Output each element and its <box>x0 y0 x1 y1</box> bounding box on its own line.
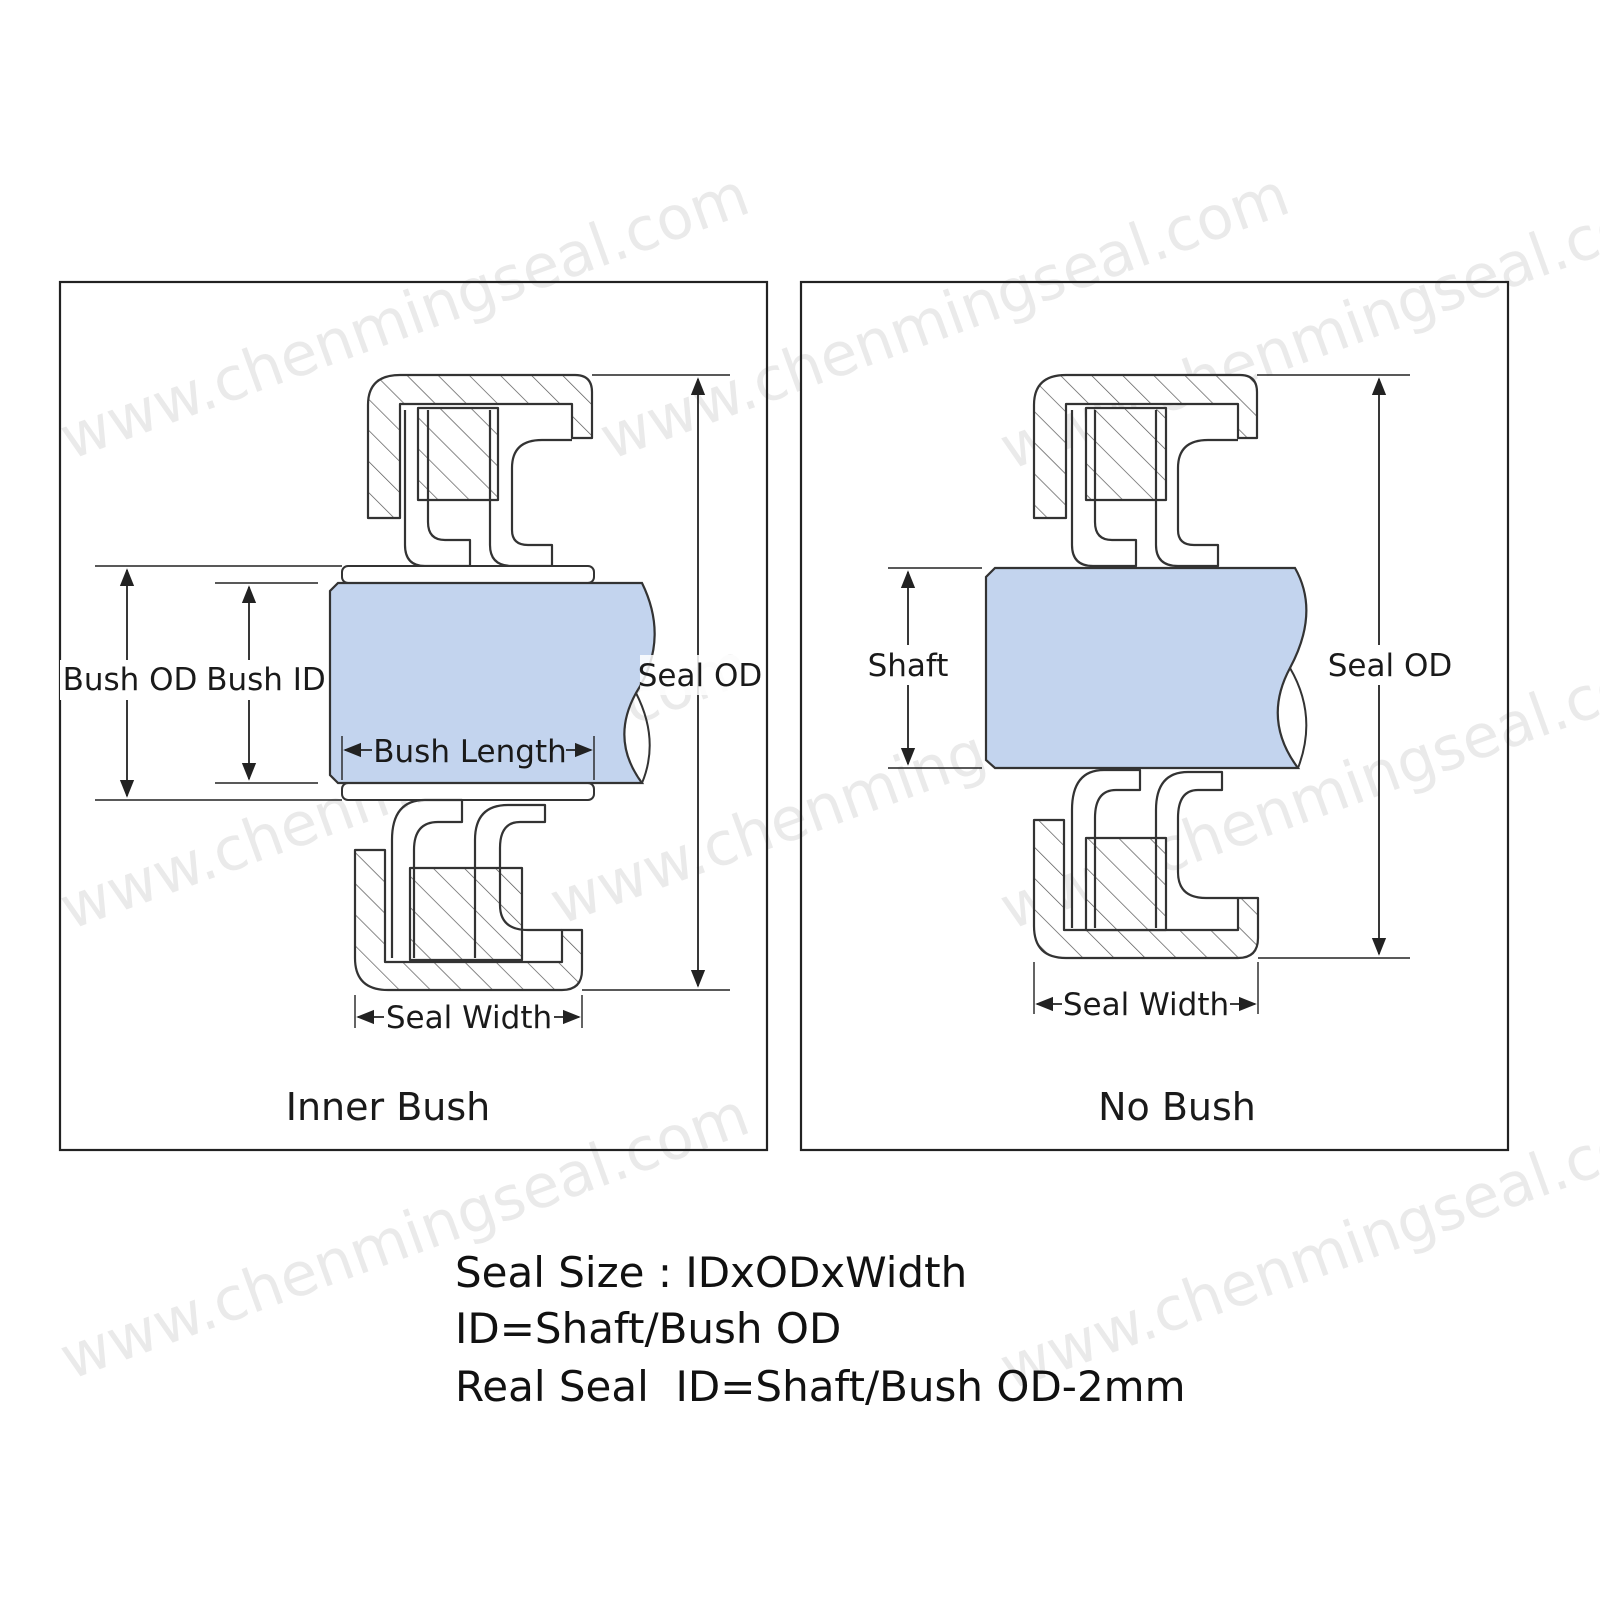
top-seal-lip-outer <box>403 410 472 568</box>
note-seal-size: Seal Size : IDxODxWidth <box>455 1248 968 1297</box>
top-seal-rubber <box>1084 406 1168 502</box>
label-seal-width: Seal Width <box>1063 987 1229 1023</box>
top-seal-lip-inner <box>1154 410 1238 568</box>
top-seal-lip-outer <box>1070 410 1138 568</box>
top-seal-rubber <box>416 406 500 502</box>
bottom-seal-section <box>353 798 584 992</box>
bottom-seal-rubber <box>1084 836 1168 932</box>
label-seal-od: Seal OD <box>638 658 762 694</box>
note-id-definition: ID=Shaft/Bush OD <box>455 1304 842 1353</box>
caption-no-bush: No Bush <box>1098 1085 1256 1129</box>
label-seal-od: Seal OD <box>1328 648 1452 684</box>
bottom-seal-lip-outer <box>390 798 464 958</box>
bottom-seal-lip-inner <box>473 803 562 958</box>
note-real-seal-id: Real Seal ID=Shaft/Bush OD-2mm <box>455 1362 1186 1411</box>
top-seal-section <box>366 373 594 568</box>
label-bush-length: Bush Length <box>373 734 567 770</box>
watermark-layer: www.chenmingseal.com www.chenmingseal.co… <box>51 160 1600 1404</box>
top-seal-section <box>1032 373 1259 568</box>
top-seal-case <box>366 373 594 520</box>
label-bush-od: Bush OD <box>63 662 198 698</box>
caption-inner-bush: Inner Bush <box>286 1085 491 1129</box>
bottom-seal-case <box>353 848 584 992</box>
panel-inner-bush: Bush OD Bush ID Seal OD Bush Length Seal… <box>58 280 769 1152</box>
bottom-seal-section <box>1032 768 1260 960</box>
shaft-no-bush <box>984 566 1308 770</box>
bottom-seal-lip-outer <box>1070 768 1142 928</box>
bottom-seal-lip-inner <box>1154 770 1238 928</box>
bush-sleeve-top <box>341 565 595 584</box>
panel-no-bush: Shaft Seal OD Seal Width No Bush <box>799 280 1510 1152</box>
label-seal-width: Seal Width <box>386 1000 552 1036</box>
bottom-seal-rubber <box>408 866 524 962</box>
top-seal-lip-inner <box>488 410 572 568</box>
label-bush-id: Bush ID <box>206 662 326 698</box>
panel-frame <box>799 280 1510 1152</box>
panel-frame <box>58 280 769 1152</box>
label-shaft: Shaft <box>868 648 949 684</box>
bush-sleeve-bottom <box>341 782 595 801</box>
top-seal-case <box>1032 373 1259 520</box>
